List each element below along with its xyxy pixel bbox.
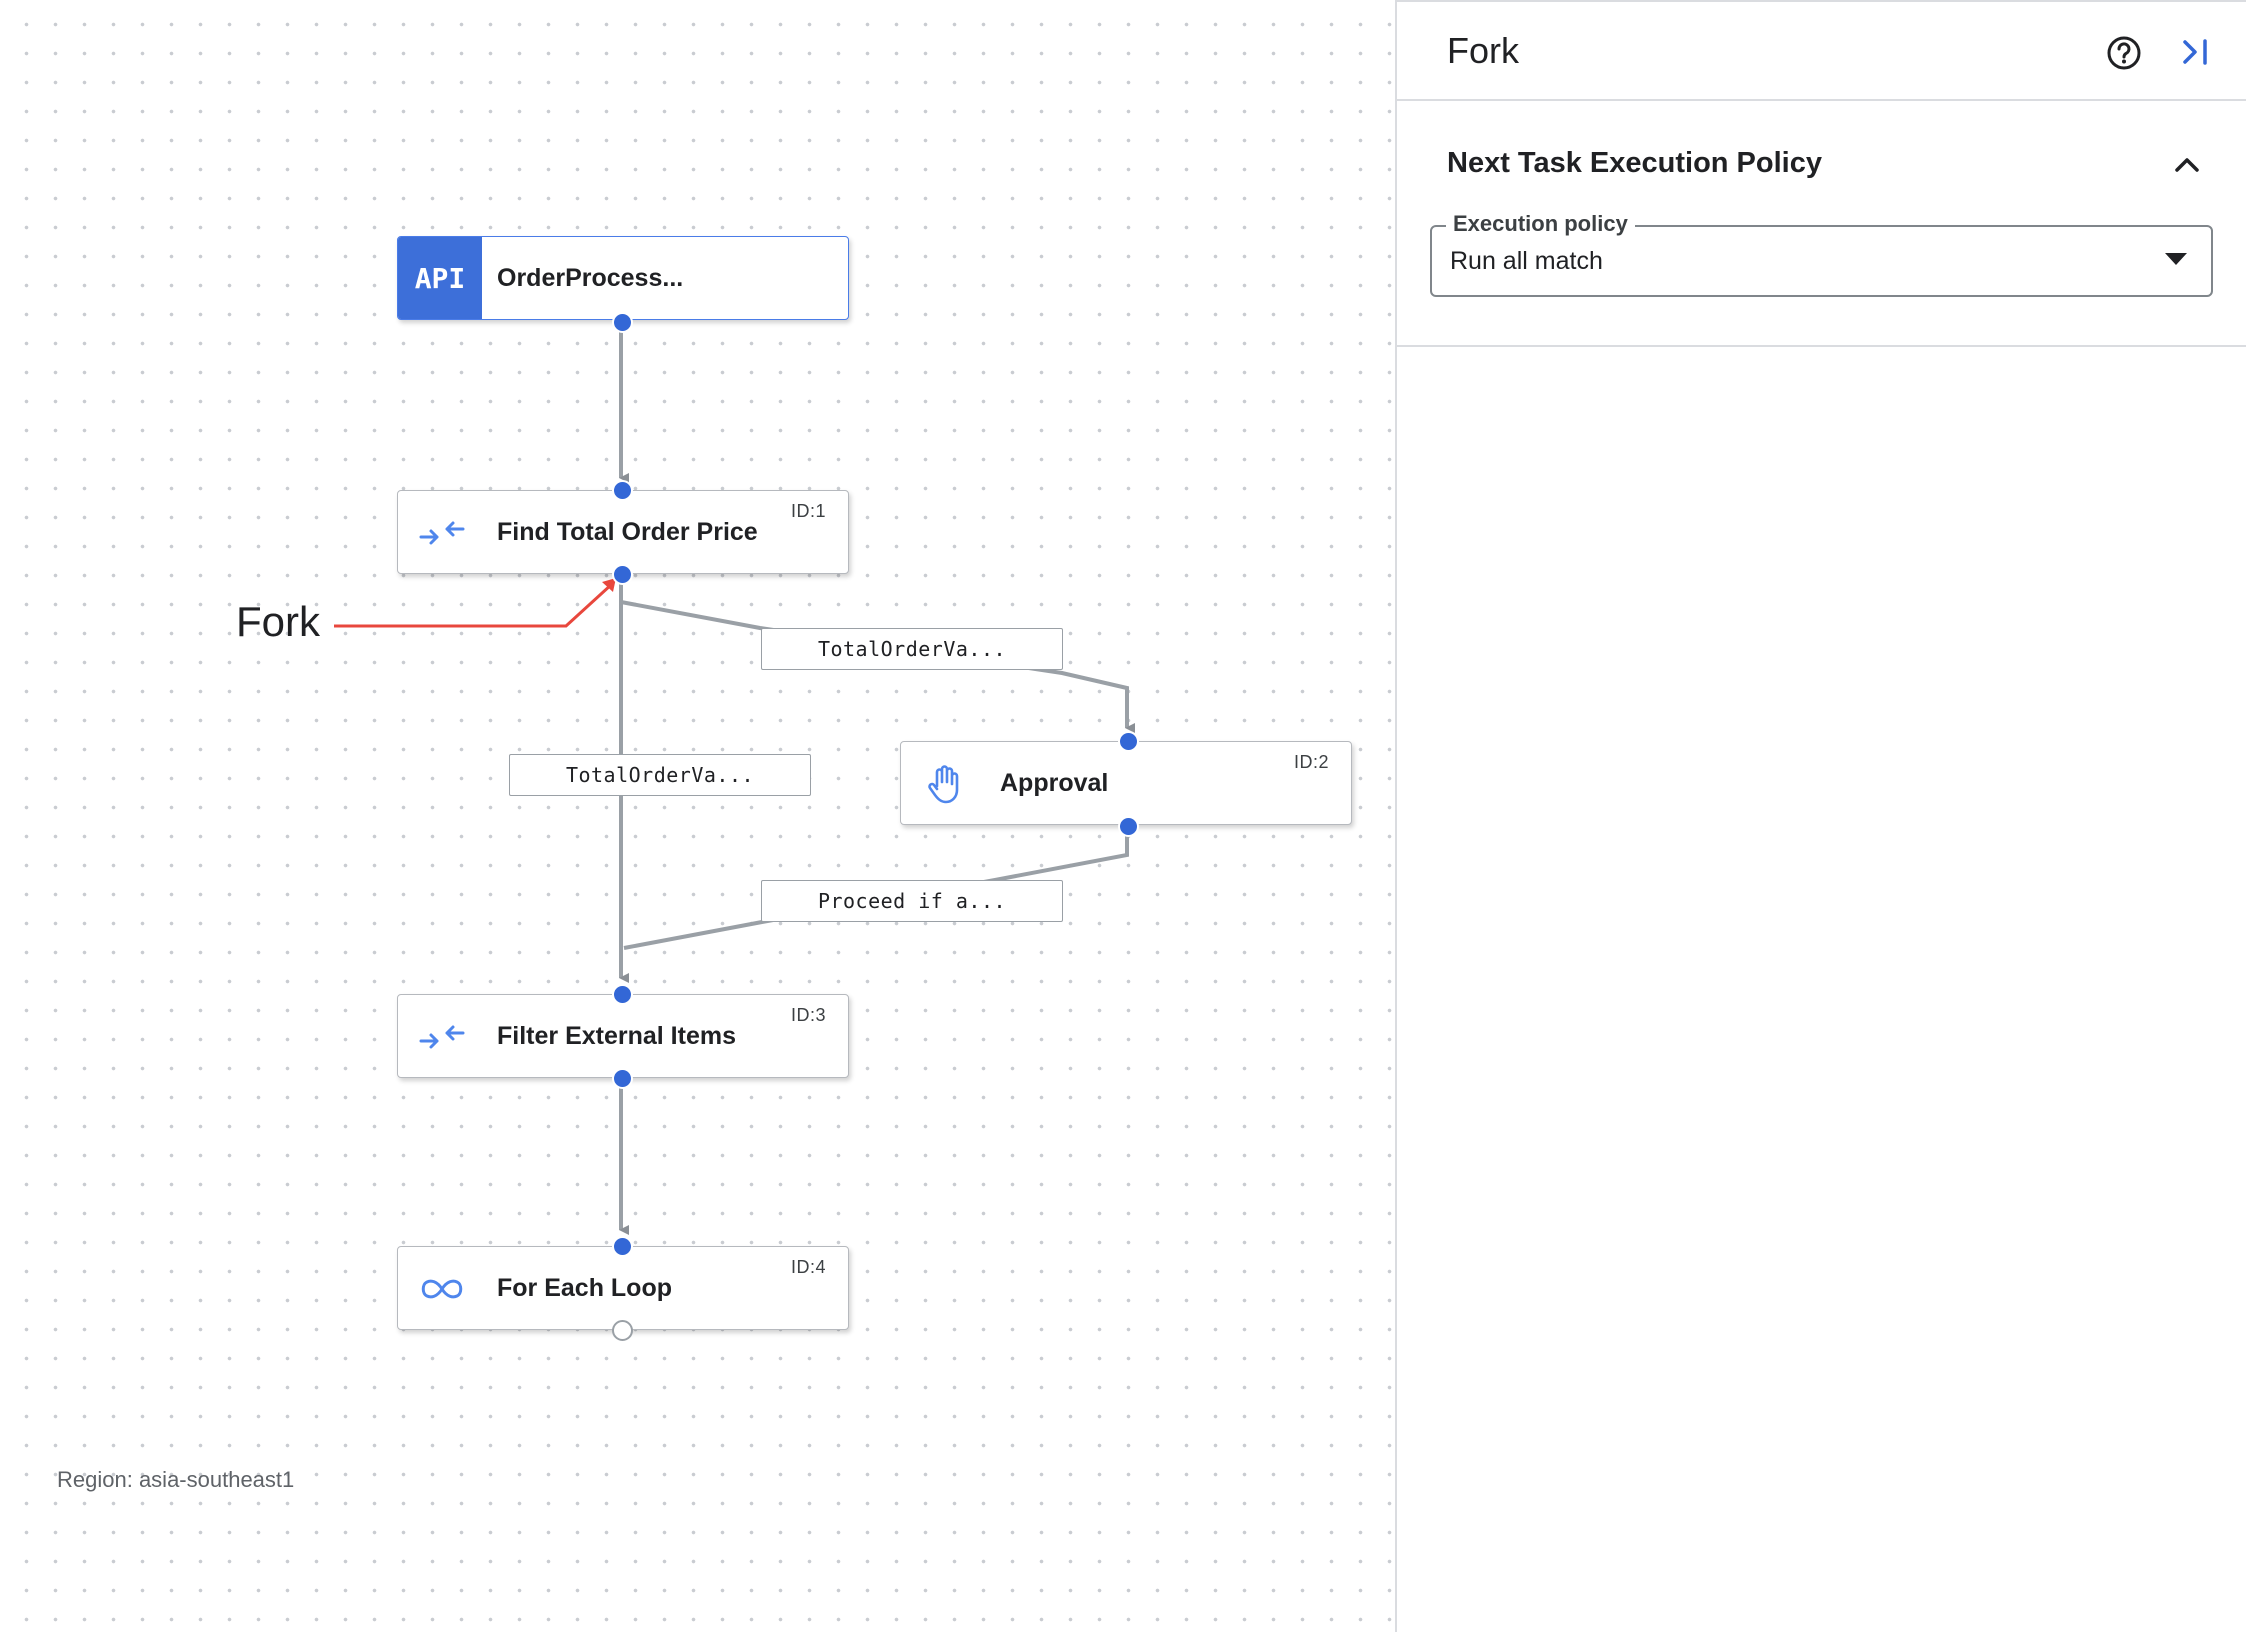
task-node-find-total-order-price[interactable]: Find Total Order Price ID:1 <box>397 490 849 574</box>
data-mapping-icon <box>418 513 466 553</box>
edge-condition-label[interactable]: Proceed if a... <box>761 880 1063 922</box>
output-port-empty[interactable] <box>612 1320 633 1341</box>
node-title: Filter External Items <box>497 1022 736 1050</box>
input-port[interactable] <box>612 1236 633 1257</box>
hand-icon <box>921 764 969 804</box>
edge-condition-label[interactable]: TotalOrderVa... <box>509 754 811 796</box>
help-icon <box>2107 36 2141 70</box>
node-title: For Each Loop <box>497 1274 672 1302</box>
chevron-up-icon <box>2175 158 2199 172</box>
node-id: ID:1 <box>790 501 826 521</box>
dropdown-arrow-icon <box>2165 253 2187 265</box>
api-icon: API <box>398 237 482 319</box>
section-collapse-button[interactable] <box>2167 145 2207 185</box>
input-port[interactable] <box>612 480 633 501</box>
collapse-panel-button[interactable] <box>2177 32 2217 72</box>
node-title: Find Total Order Price <box>497 518 758 546</box>
execution-policy-select[interactable]: Execution policy Run all match <box>1430 211 2213 297</box>
task-node-approval[interactable]: Approval ID:2 <box>900 741 1352 825</box>
panel-title: Fork <box>1447 30 1519 71</box>
output-port[interactable] <box>612 1068 633 1089</box>
execution-policy-label: Execution policy <box>1446 211 1635 237</box>
properties-panel: Fork Next Task Execution Policy Executio… <box>1395 0 2246 1632</box>
output-port[interactable] <box>612 312 633 333</box>
task-node-filter-external-items[interactable]: Filter External Items ID:3 <box>397 994 849 1078</box>
integration-canvas[interactable]: API OrderProcess... Find Total Order Pri… <box>0 0 1395 1632</box>
region-label: Region: asia-southeast1 <box>57 1467 295 1492</box>
node-id: ID:2 <box>1293 752 1329 772</box>
next-task-execution-policy-section: Next Task Execution Policy Execution pol… <box>1397 101 2246 347</box>
node-id: ID:3 <box>790 1005 826 1025</box>
node-id: ID:4 <box>790 1257 826 1277</box>
execution-policy-value: Run all match <box>1450 247 1603 275</box>
help-button[interactable] <box>2105 34 2143 72</box>
fork-callout-label: Fork <box>236 598 320 645</box>
input-port[interactable] <box>612 984 633 1005</box>
data-mapping-icon <box>418 1017 466 1057</box>
panel-header: Fork <box>1397 0 2246 101</box>
task-node-for-each-loop[interactable]: For Each Loop ID:4 <box>397 1246 849 1330</box>
fork-output-port[interactable] <box>612 564 633 585</box>
output-port[interactable] <box>1118 816 1139 837</box>
edge-condition-label[interactable]: TotalOrderVa... <box>761 628 1063 670</box>
fork-callout-arrowhead <box>602 578 616 592</box>
api-badge-label: API <box>414 261 466 295</box>
node-title: Approval <box>1000 769 1109 797</box>
input-port[interactable] <box>1118 731 1139 752</box>
collapse-right-icon <box>2183 39 2207 65</box>
edge-task1-task2[interactable] <box>620 600 1135 733</box>
fork-callout-arrow <box>334 582 614 628</box>
api-trigger-node[interactable]: API OrderProcess... <box>397 236 849 320</box>
loop-icon <box>418 1269 466 1309</box>
section-title: Next Task Execution Policy <box>1447 147 1822 179</box>
node-title: OrderProcess... <box>497 264 684 292</box>
